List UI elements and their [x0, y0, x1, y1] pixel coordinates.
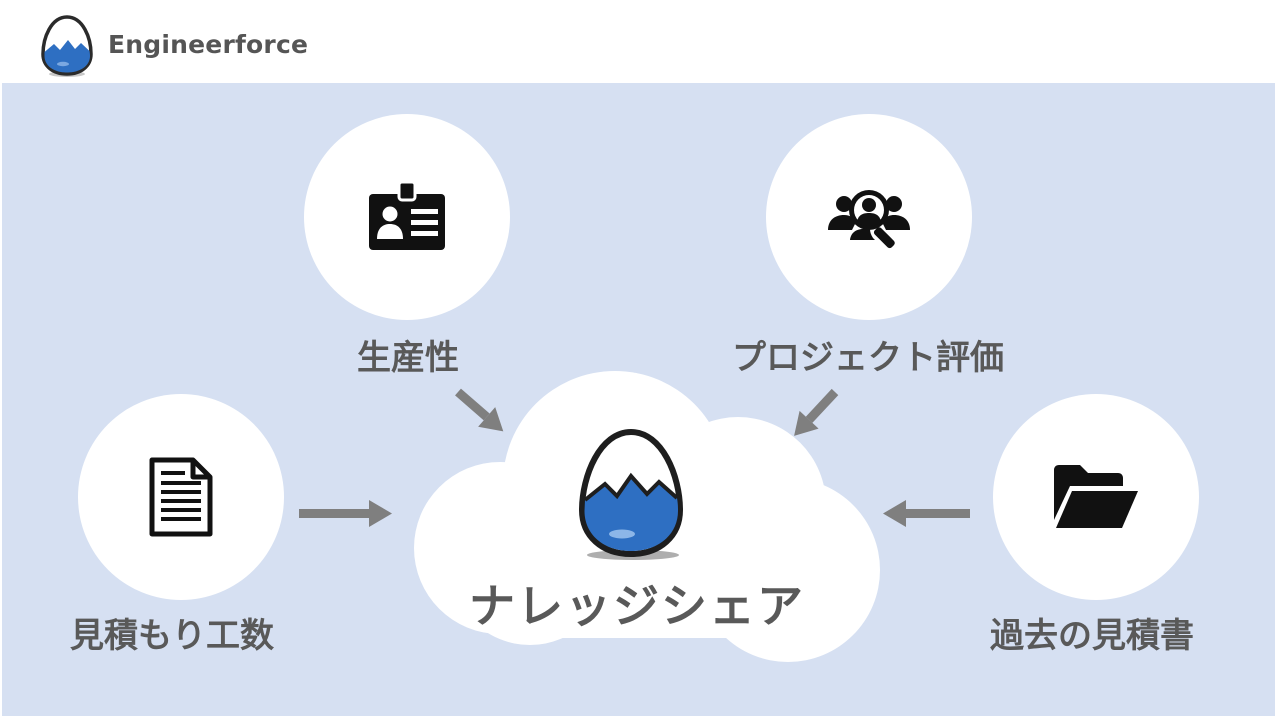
egg-logo-icon	[41, 15, 93, 77]
node-estimate-label: 見積もり工数	[70, 616, 274, 656]
id-badge-icon	[369, 182, 445, 250]
brand-name: Engineerforce	[108, 30, 309, 59]
node-productivity-label: 生産性	[357, 338, 459, 378]
node-past-estimates-label: 過去の見積書	[990, 616, 1194, 656]
node-past-estimates	[993, 394, 1199, 600]
document-icon	[149, 457, 213, 537]
egg-logo-icon	[578, 428, 684, 560]
folder-open-icon	[1054, 465, 1138, 528]
header-bar: Engineerforce	[0, 0, 1277, 82]
node-project-eval-label: プロジェクト評価	[732, 338, 1004, 378]
center-title: ナレッジシェア	[469, 579, 805, 633]
arrow-project-eval-to-center	[794, 388, 839, 436]
arrow-productivity-to-center	[455, 388, 504, 432]
node-productivity	[304, 114, 510, 320]
node-project-eval	[766, 114, 972, 320]
user-search-group-icon	[828, 190, 910, 249]
node-estimate	[78, 394, 284, 600]
arrow-past-estimates-to-center	[883, 500, 970, 527]
arrow-estimate-to-center	[299, 500, 392, 527]
